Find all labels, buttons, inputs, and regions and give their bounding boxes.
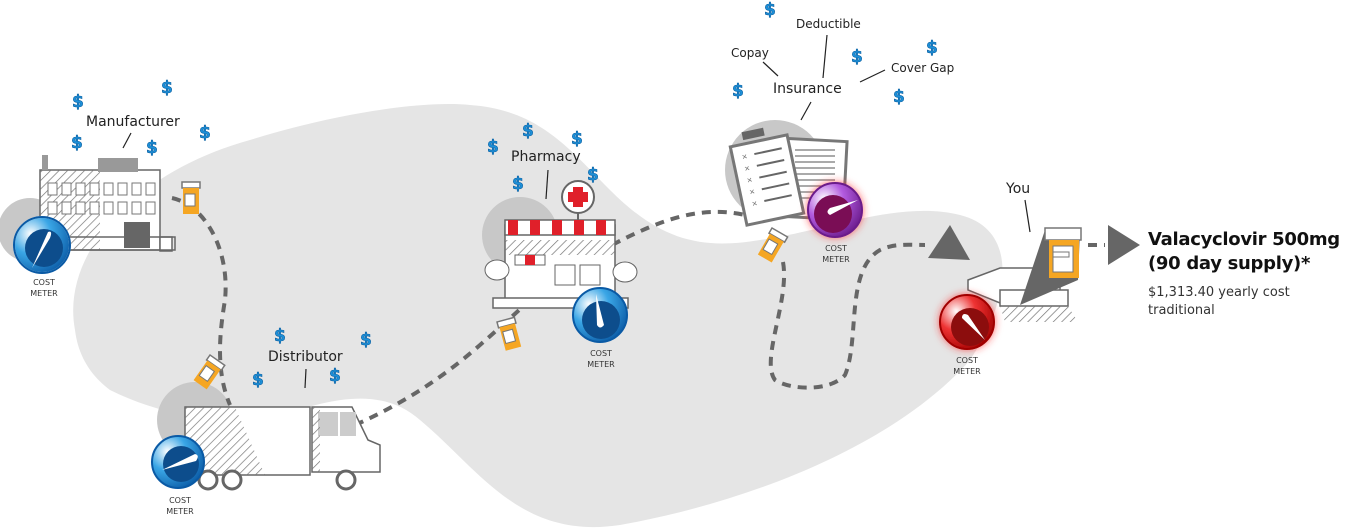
pharmacy-store-icon: [484, 180, 638, 309]
dollar-icon: $: [851, 47, 863, 67]
meter-label: METER: [822, 255, 850, 264]
pill-bottle-icon: [193, 353, 226, 390]
dollar-icon: $: [512, 174, 524, 194]
meter-needle: [596, 294, 604, 328]
insurance-sublabel-deductible: Deductible: [796, 17, 861, 31]
meter-label: COST: [825, 244, 847, 253]
meter-label: METER: [587, 360, 615, 369]
pill-bottle-icon: [496, 316, 522, 351]
meter-label: COST: [590, 349, 612, 358]
stage-label-manufacturer: Manufacturer: [86, 114, 180, 130]
arrow-head-you: [928, 225, 970, 260]
yearly-cost-line2: traditional: [1148, 303, 1215, 318]
meter-needle: [827, 200, 858, 215]
distributor-truck-icon: [184, 406, 381, 491]
dollar-icon: $: [146, 138, 158, 158]
pill-bottle-icon: [1044, 227, 1082, 278]
meter-needle: [32, 231, 52, 268]
drug-title-line1: Valacyclovir 500mg: [1148, 229, 1340, 250]
dollar-signs: $ $ $ $ $ $ $ $ $ $ $ $ $ $ $ $ $ $ $: [71, 0, 938, 390]
dollar-icon: $: [893, 87, 905, 107]
dollar-icon: $: [161, 78, 173, 98]
dollar-icon: $: [329, 366, 341, 386]
cost-meter-distributor: [151, 435, 205, 489]
stage-label-pharmacy: Pharmacy: [511, 149, 581, 165]
cost-meter-manufacturer: [13, 216, 71, 274]
svg-text:✕: ✕: [751, 200, 758, 209]
stage-label-you: You: [1005, 181, 1030, 197]
dollar-icon: $: [274, 326, 286, 346]
dollar-icon: $: [732, 81, 744, 101]
dollar-icon: $: [764, 0, 776, 20]
meter-needle: [162, 454, 198, 470]
pill-bottle-icon: [181, 181, 201, 214]
meter-label: COST: [956, 356, 978, 365]
dollar-icon: $: [571, 129, 583, 149]
dollar-icon: $: [360, 330, 372, 350]
dollar-icon: $: [587, 165, 599, 185]
stage-label-distributor: Distributor: [268, 349, 343, 365]
cost-meter-you: [939, 294, 995, 350]
cost-meter-pharmacy: [572, 287, 628, 343]
stage-label-insurance: Insurance: [773, 81, 842, 97]
result-panel: Valacyclovir 500mg (90 day supply)* $1,3…: [1148, 228, 1360, 320]
insurance-sublabel-copay: Copay: [731, 46, 769, 60]
dollar-icon: $: [72, 92, 84, 112]
svg-text:✕: ✕: [746, 176, 753, 185]
dollar-icon: $: [71, 133, 83, 153]
svg-text:✕: ✕: [743, 164, 750, 173]
dollar-icon: $: [252, 370, 264, 390]
insurance-sublabel-cover-gap: Cover Gap: [891, 61, 954, 75]
dollar-icon: $: [199, 123, 211, 143]
dollar-icon: $: [522, 121, 534, 141]
svg-text:✕: ✕: [748, 188, 755, 197]
yearly-cost-line1: $1,313.40 yearly cost: [1148, 285, 1290, 300]
svg-text:✕: ✕: [741, 153, 748, 162]
meter-label: METER: [30, 289, 58, 298]
background-blob: [73, 104, 1003, 528]
dollar-icon: $: [926, 38, 938, 58]
drug-title: Valacyclovir 500mg (90 day supply)*: [1148, 228, 1360, 276]
meter-needle: [962, 314, 985, 340]
arrow-head-result: [1108, 225, 1140, 265]
drug-title-line2: (90 day supply)*: [1148, 253, 1311, 274]
meter-label: METER: [166, 507, 194, 516]
dollar-icon: $: [487, 137, 499, 157]
yearly-cost: $1,313.40 yearly cost traditional: [1148, 284, 1360, 320]
pharmacy-awning: [504, 219, 616, 236]
cost-meter-insurance: [807, 182, 863, 238]
meter-label: COST: [33, 278, 55, 287]
pill-bottle-icon: [757, 226, 789, 263]
meter-label: COST: [169, 496, 191, 505]
meter-label: METER: [953, 367, 981, 376]
